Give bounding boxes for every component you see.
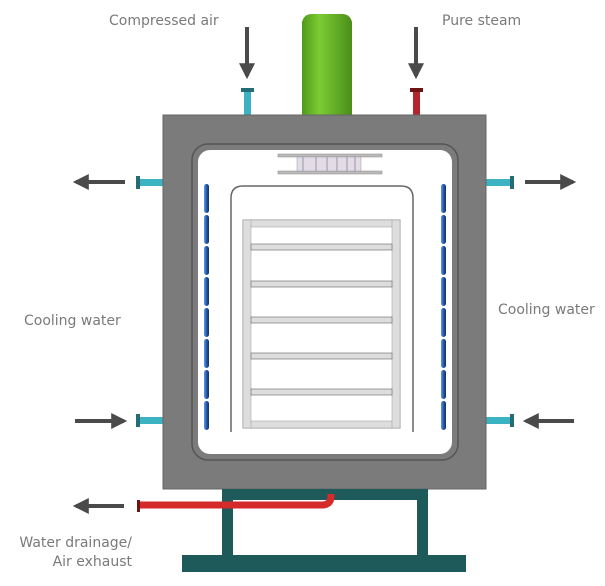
coil-segment (204, 246, 209, 275)
pure-steam-pipe (410, 88, 423, 115)
coil-segment (204, 370, 209, 399)
label-compressed-air: Compressed air (109, 13, 219, 29)
coil-segment (204, 308, 209, 337)
label-cooling-water-right: Cooling water (498, 302, 595, 318)
label-pure-steam: Pure steam (442, 13, 522, 29)
label-drainage-line2: Air exhaust (52, 554, 132, 570)
label-drainage-line1: Water drainage/ (19, 535, 132, 551)
inner-baffle (230, 185, 414, 432)
fan (277, 153, 383, 175)
coil-segment (441, 246, 446, 275)
loading-rack (242, 219, 401, 429)
coil-segment (441, 215, 446, 244)
cooling-pipes (136, 176, 514, 427)
label-cooling-water-left: Cooling water (24, 313, 121, 329)
coil-segment (204, 339, 209, 368)
chamber (198, 150, 452, 454)
drain-pipe (137, 494, 335, 512)
coil-segment (204, 215, 209, 244)
rack-shelf (250, 352, 393, 360)
rack-shelf (250, 280, 393, 288)
rack-shelf (250, 243, 393, 251)
coil-segment (441, 308, 446, 337)
cooling-coils (204, 184, 446, 430)
motor-cylinder (302, 14, 352, 115)
coil-segment (441, 401, 446, 430)
stand (182, 489, 466, 572)
compressed-air-pipe (241, 88, 254, 115)
coil-segment (441, 339, 446, 368)
coil-segment (441, 277, 446, 306)
rack-shelf (250, 388, 393, 396)
coil-segment (204, 184, 209, 213)
coil-segment (204, 401, 209, 430)
coil-segment (441, 370, 446, 399)
coil-segment (441, 184, 446, 213)
label-drainage: Water drainage/ Air exhaust (12, 534, 132, 572)
coil-segment (204, 277, 209, 306)
rack-shelf (250, 316, 393, 324)
